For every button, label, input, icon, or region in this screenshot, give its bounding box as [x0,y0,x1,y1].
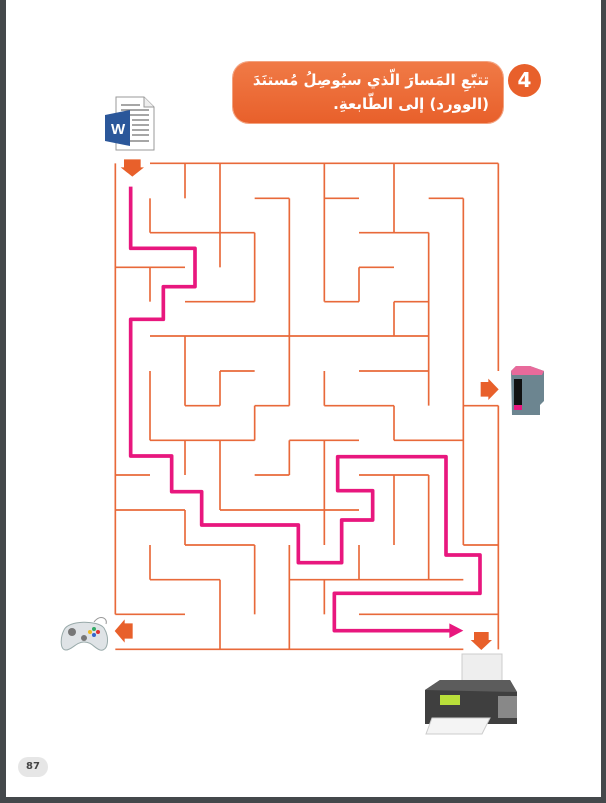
exercise-instruction: تتبّعِ المَسارَ الّذي سيُوصِلُ مُستنَدَ … [233,62,503,123]
solution-path [128,186,482,633]
ink-cartridge-icon [511,366,544,415]
printer-arrow-down [470,632,492,650]
page-number: 87 [18,757,48,777]
path-arrowhead [449,623,464,638]
controller-arrow-left [114,619,133,643]
game-controller-icon [60,617,108,651]
maze [114,159,500,651]
ink-arrow-right [480,378,499,400]
printer-icon [425,653,517,735]
svg-text:W: W [111,121,126,138]
exercise-number: 4 [508,64,541,97]
entry-arrow-down [120,159,144,177]
word-document-icon: W [105,96,155,151]
